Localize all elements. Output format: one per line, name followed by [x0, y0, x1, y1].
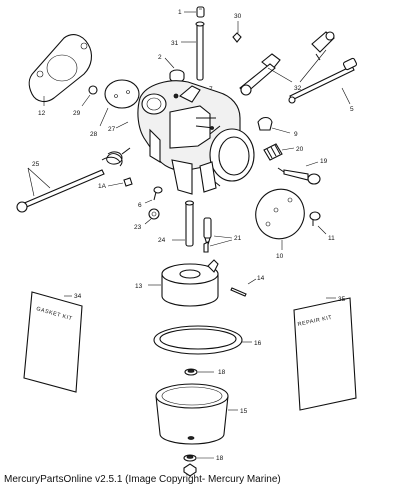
- carburetor-body: [137, 80, 255, 195]
- callout-14: 14: [257, 275, 265, 282]
- callout-23: 23: [134, 224, 142, 231]
- callout-6: 6: [138, 202, 142, 209]
- part-14-pin: [230, 287, 247, 297]
- part-16-bowl-gasket: [153, 325, 243, 355]
- part-23-jet: [148, 208, 160, 220]
- callout-20: 20: [296, 146, 304, 153]
- part-15-float-bowl: [155, 383, 229, 445]
- callout-30: 30: [234, 13, 242, 20]
- callout-16: 16: [254, 340, 262, 347]
- part-13-float: [161, 259, 219, 307]
- part-2-cap: [169, 69, 185, 83]
- callout-34: 34: [74, 293, 82, 300]
- callout-18-upper: 18: [218, 369, 226, 376]
- callout-15: 15: [240, 408, 248, 415]
- callout-21: 21: [234, 235, 242, 242]
- callout-27: 27: [108, 126, 116, 133]
- callout-32: 32: [294, 85, 302, 92]
- callout-1a: 1A: [98, 183, 107, 190]
- part-28-throttle-plate: [104, 79, 140, 109]
- callout-5: 5: [350, 106, 354, 113]
- part-32-linkage: [239, 31, 335, 96]
- callout-24: 24: [158, 237, 166, 244]
- part-31-idle-tube: [195, 21, 205, 81]
- part-1a-clip: [123, 177, 133, 187]
- part-18-washer-upper: [184, 368, 198, 376]
- part-34-gasket-kit: GASKET KIT: [23, 291, 83, 393]
- part-35-repair-kit: REPAIR KIT: [293, 297, 357, 411]
- part-12-gasket: [28, 34, 93, 103]
- callout-12: 12: [38, 110, 46, 117]
- part-18-washer-lower: [183, 454, 197, 462]
- part-29-screw: [88, 85, 98, 95]
- part-5-throttle-shaft: [288, 57, 358, 104]
- callout-10: 10: [276, 253, 284, 260]
- choke-spring: [106, 147, 131, 167]
- callout-35: 35: [338, 296, 346, 303]
- callout-25: 25: [32, 161, 40, 168]
- callout-28: 28: [90, 131, 98, 138]
- part-20-spring: [263, 143, 283, 161]
- part-1-screw: [196, 6, 205, 18]
- bowl-screw: [183, 463, 197, 477]
- callout-19: 19: [320, 158, 328, 165]
- callout-2: 2: [158, 54, 162, 61]
- part-11-screw: [309, 211, 321, 226]
- callout-31: 31: [171, 40, 179, 47]
- part-9-lever: [257, 116, 273, 131]
- part-30-plug: [232, 32, 242, 43]
- callout-18-lower: 18: [216, 455, 224, 462]
- part-25-choke-shaft: [16, 156, 121, 213]
- part-24-tube: [184, 200, 195, 247]
- callout-29: 29: [73, 110, 81, 117]
- callout-13: 13: [135, 283, 143, 290]
- part-21-needle: [203, 217, 212, 253]
- part-6-screw: [153, 186, 163, 201]
- part-10-cover: [255, 188, 305, 240]
- part-19-needle: [277, 167, 321, 185]
- copyright-footer: MercuryPartsOnline v2.5.1 (Image Copyrig…: [4, 474, 281, 485]
- callout-11: 11: [328, 235, 335, 242]
- callout-1: 1: [178, 9, 182, 16]
- callout-9: 9: [294, 131, 298, 138]
